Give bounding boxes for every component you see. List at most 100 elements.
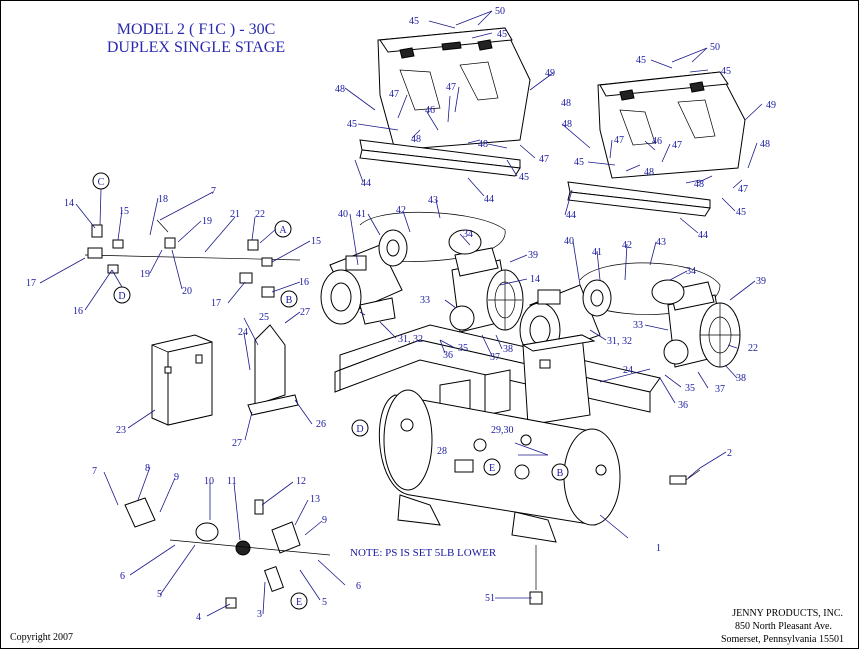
- callout-B-left: B: [280, 290, 298, 308]
- pressure-switch-note: NOTE: PS IS SET 5LB LOWER: [350, 547, 497, 559]
- part-label-49a: 49: [545, 68, 555, 79]
- part-label-18: 18: [158, 194, 168, 205]
- part-label-47f: 47: [738, 184, 748, 195]
- belt-guard-left: [377, 27, 531, 151]
- part-label-29-30: 29,30: [491, 425, 514, 436]
- part-label-45e: 45: [636, 55, 646, 66]
- part-label-48a: 48: [335, 84, 345, 95]
- part-label-2: 2: [727, 448, 732, 459]
- part-label-37b: 37: [715, 384, 725, 395]
- part-label-27a: 27: [300, 307, 310, 318]
- company-name: JENNY PRODUCTS, INC.: [732, 608, 843, 619]
- part-label-48h: 48: [760, 139, 770, 150]
- part-label-22b: 22: [748, 343, 758, 354]
- callout-D-tank: D: [351, 419, 369, 437]
- part-label-45a: 45: [409, 16, 419, 27]
- part-label-20: 20: [182, 286, 192, 297]
- part-label-39b: 39: [756, 276, 766, 287]
- part-label-47a: 47: [389, 89, 399, 100]
- part-label-38b: 38: [736, 373, 746, 384]
- part-label-17a: 17: [26, 278, 36, 289]
- part-label-48g: 48: [694, 179, 704, 190]
- part-label-47e: 47: [672, 140, 682, 151]
- part-label-48d: 48: [562, 119, 572, 130]
- bracket-right: [567, 181, 711, 217]
- part-label-8: 8: [145, 463, 150, 474]
- part-label-14b: 14: [530, 274, 540, 285]
- svg-text:B: B: [286, 295, 293, 306]
- part-label-35b: 35: [685, 383, 695, 394]
- bracket-left: [359, 139, 521, 177]
- part-label-24b: 24: [623, 365, 633, 376]
- fitting-assembly: [84, 219, 301, 298]
- part-label-16b: 16: [299, 277, 309, 288]
- part-label-6a: 6: [120, 571, 125, 582]
- part-label-33a: 33: [420, 295, 430, 306]
- part-label-47b: 47: [446, 82, 456, 93]
- part-label-40a: 40: [338, 209, 348, 220]
- part-label-47d: 47: [614, 135, 624, 146]
- belt-guard-right: [597, 71, 746, 179]
- part-label-36b: 36: [678, 400, 688, 411]
- svg-text:B: B: [557, 468, 564, 479]
- title-line-2: DUPLEX SINGLE STAGE: [107, 39, 285, 56]
- control-bracket: [247, 324, 299, 416]
- svg-text:C: C: [98, 177, 105, 188]
- control-box: [521, 334, 596, 426]
- pump-right: [651, 279, 741, 368]
- pump-left: [448, 229, 524, 333]
- part-label-48b: 48: [411, 134, 421, 145]
- callout-A: A: [274, 220, 292, 238]
- part-label-50b: 50: [710, 42, 720, 53]
- part-label-36a: 36: [443, 350, 453, 361]
- part-label-5a: 5: [157, 589, 162, 600]
- part-label-9a: 9: [174, 472, 179, 483]
- part-label-1: 1: [656, 543, 661, 554]
- part-label-41b: 41: [592, 247, 602, 258]
- callout-D-left: D: [113, 286, 131, 304]
- part-label-17b: 17: [211, 298, 221, 309]
- electrical-box: [151, 334, 213, 426]
- callout-C: C: [92, 172, 110, 190]
- drain-valve: [529, 545, 543, 605]
- air-tank: [378, 389, 621, 543]
- part-label-46a: 46: [425, 105, 435, 116]
- part-label-9b: 9: [322, 515, 327, 526]
- part-label-38a: 38: [503, 344, 513, 355]
- part-label-12: 12: [296, 476, 306, 487]
- copyright: Copyright 2007: [10, 632, 73, 643]
- part-label-39a: 39: [528, 250, 538, 261]
- part-label-25: 25: [259, 312, 269, 323]
- part-label-31-32b: 31, 32: [607, 336, 632, 347]
- svg-text:E: E: [489, 463, 495, 474]
- part-label-5b: 5: [322, 597, 327, 608]
- part-label-26: 26: [316, 419, 326, 430]
- svg-text:A: A: [279, 225, 287, 236]
- part-label-31-32a: 31, 32: [398, 334, 423, 345]
- part-label-22a: 22: [255, 209, 265, 220]
- part-label-48e: 48: [561, 98, 571, 109]
- part-label-23: 23: [116, 425, 126, 436]
- pulley-right: [582, 279, 612, 317]
- part-label-33b: 33: [633, 320, 643, 331]
- callout-E-tank: E: [483, 458, 501, 476]
- part-label-44a: 44: [361, 178, 371, 189]
- part-label-35a: 35: [458, 343, 468, 354]
- part-label-19a: 19: [202, 216, 212, 227]
- check-valve: [669, 469, 701, 485]
- part-label-42b: 42: [622, 240, 632, 251]
- callout-E-switch: E: [290, 592, 308, 610]
- part-label-44d: 44: [698, 230, 708, 241]
- part-labels: 1 2 3 4 5 5 6 6 7 7 8 9 9 10 11 12 13 14…: [26, 6, 776, 623]
- part-label-37a: 37: [490, 352, 500, 363]
- part-label-13: 13: [310, 494, 320, 505]
- company-address: 850 North Pleasant Ave.: [735, 621, 832, 632]
- leader-lines: [39, 10, 763, 617]
- part-label-14a: 14: [64, 198, 74, 209]
- part-label-45g: 45: [574, 157, 584, 168]
- company-city: Somerset, Pennsylvania 15501: [721, 634, 844, 645]
- part-label-7a: 7: [92, 466, 97, 477]
- callout-B-tank: B: [551, 463, 569, 481]
- part-label-48c: 48: [478, 139, 488, 150]
